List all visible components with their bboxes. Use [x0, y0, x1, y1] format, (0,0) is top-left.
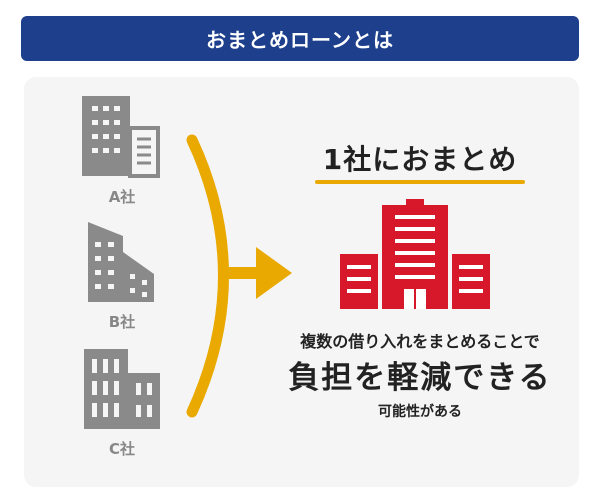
company-building-icon [340, 199, 490, 309]
company-c-label: C社 [108, 440, 135, 458]
result-line-1: 複数の借り入れをまとめることで [300, 332, 540, 351]
result-heading: 1社におまとめ [322, 143, 518, 176]
tall-building-icon [84, 349, 160, 429]
result-line-2: 負担を軽減できる [288, 360, 552, 396]
merge-arrow-icon [186, 134, 292, 418]
slanted-building-icon [88, 222, 154, 302]
page-title: おまとめローンとは [206, 28, 394, 52]
company-a-label: A社 [108, 188, 136, 206]
page-title-banner: おまとめローンとは [21, 16, 579, 61]
office-building-icon [82, 96, 160, 178]
result-line-3: 可能性がある [378, 404, 462, 420]
company-b-label: B社 [108, 313, 136, 331]
heading-underline [315, 180, 525, 184]
